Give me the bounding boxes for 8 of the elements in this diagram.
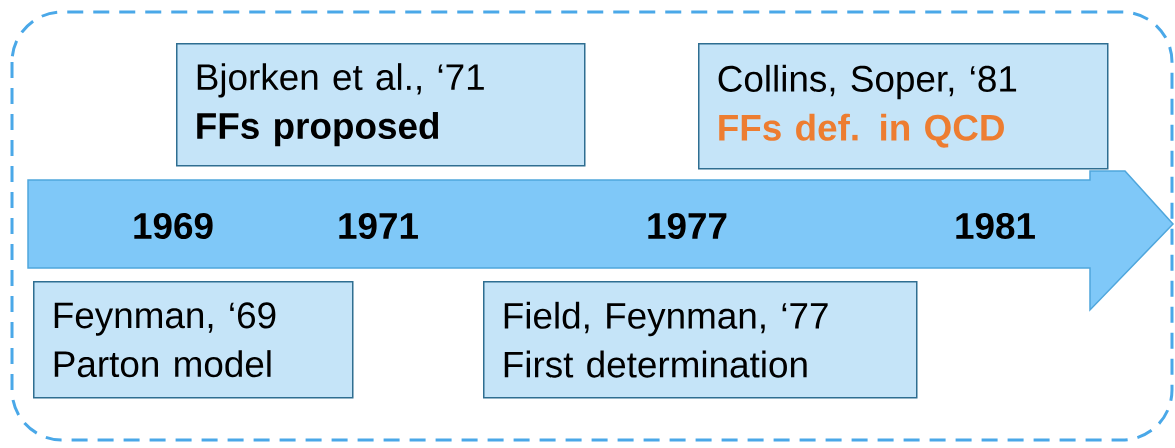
year-label: 1981	[956, 212, 1035, 240]
year-label: 1969	[134, 212, 213, 240]
event-box: Feynman, ‘69 Parton model	[33, 281, 354, 399]
year-label: 1977	[648, 212, 727, 240]
event-box: Collins, Soper, ‘81 FFs def. in QCD	[698, 43, 1109, 170]
event-box: Field, Feynman, ‘77 First determination	[483, 281, 918, 399]
year-label: 1971	[339, 212, 418, 240]
event-box: Bjorken et al., ‘71 FFs proposed	[176, 43, 586, 167]
